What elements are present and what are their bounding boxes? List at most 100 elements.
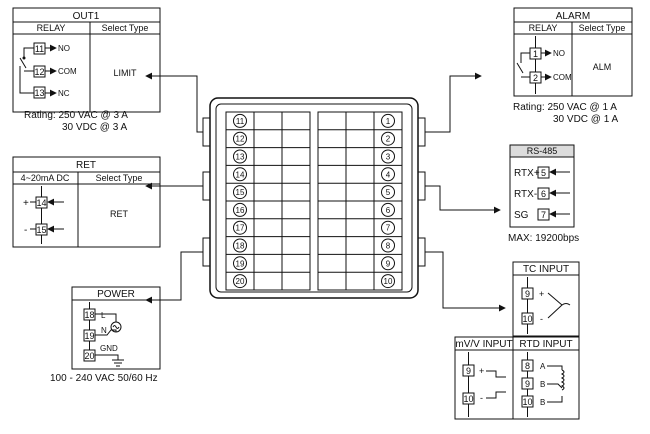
rtd-label-a: A: [540, 362, 546, 371]
out1-pin-12: 12: [34, 67, 44, 77]
out1-label-no: NO: [58, 44, 70, 53]
rtd-input-panel: RTD INPUT 8 9 10 A B B: [512, 336, 580, 420]
alarm-title: ALARM: [556, 11, 590, 22]
tc-pin-10: 10: [522, 314, 532, 324]
terminal-right-number: 3: [386, 153, 391, 162]
out1-label-com: COM: [58, 67, 77, 76]
terminal-right-circle: [381, 238, 395, 253]
alarm-type-label: RELAY: [529, 23, 558, 33]
terminal-right-number: 5: [386, 188, 391, 197]
tc-sign-plus: +: [539, 289, 544, 299]
out1-type-label: RELAY: [37, 23, 66, 33]
rs485-label-sg: SG: [514, 210, 529, 221]
terminal-left-circle: [233, 113, 247, 128]
ret-title: RET: [76, 160, 96, 171]
ret-sign-plus: +: [23, 198, 29, 209]
terminal-right-circle: [381, 113, 395, 128]
out1-panel: OUT1 RELAY Select Type LIMIT 11 12 13 NO…: [12, 7, 161, 133]
power-pin-18: 18: [84, 310, 94, 320]
terminal-left-number: 20: [236, 277, 245, 286]
terminal-left-number: 14: [236, 170, 245, 179]
power-pin-19: 19: [84, 331, 94, 341]
rtd-input-title: RTD INPUT: [519, 339, 572, 350]
out1-pin-13: 13: [34, 88, 44, 98]
terminal-left-circle: [233, 220, 247, 235]
terminal-right-circle: [381, 149, 395, 164]
rs485-pin-6: 6: [541, 189, 546, 199]
tc-input-title: TC INPUT: [523, 264, 569, 275]
terminal-left-circle: [233, 238, 247, 253]
rs485-label-rtx-plus: RTX+: [514, 168, 540, 179]
terminal-left-circle: [233, 149, 247, 164]
rs485-title: RS-485: [527, 146, 558, 156]
out1-pin-11: 11: [35, 44, 44, 54]
mv-input-title: mV/V INPUT: [455, 339, 512, 350]
terminal-right-number: 8: [386, 242, 391, 251]
mv-sign-plus: +: [479, 366, 484, 376]
terminal-left-number: 16: [236, 206, 245, 215]
terminal-right-circle: [381, 131, 395, 146]
terminal-right-number: 6: [386, 206, 391, 215]
alarm-value: ALM: [593, 62, 612, 72]
terminal-left-number: 12: [236, 135, 245, 144]
terminal-left-circle: [233, 131, 247, 146]
power-label-gnd: GND: [100, 344, 118, 353]
ret-pin-14: 14: [36, 198, 46, 208]
power-panel: POWER 18 19 20 L N GND 100 - 240 VAC 50/…: [50, 286, 161, 384]
rs485-note: MAX: 19200bps: [508, 233, 579, 244]
rtd-pin-8: 8: [525, 361, 530, 371]
rs485-pin-5: 5: [541, 168, 546, 178]
tc-sign-minus: -: [540, 314, 543, 324]
terminal-left-number: 18: [236, 242, 245, 251]
ret-pin-15: 15: [36, 225, 46, 235]
out1-rating-1: Rating: 250 VAC @ 3 A: [24, 110, 128, 121]
terminal-left-number: 15: [236, 188, 245, 197]
rs485-label-rtx-minus: RTX-: [514, 189, 537, 200]
out1-rating-2: 30 VDC @ 3 A: [62, 122, 128, 133]
out1-title: OUT1: [73, 11, 100, 22]
rtd-pin-9: 9: [525, 379, 530, 389]
out1-label-nc: NC: [58, 89, 70, 98]
ret-sign-minus: -: [24, 225, 27, 236]
rtd-label-b2: B: [540, 398, 545, 407]
out1-select-label: Select Type: [102, 23, 149, 33]
alarm-rating-2: 30 VDC @ 1 A: [553, 114, 619, 125]
terminal-right-circle: [381, 274, 395, 289]
alarm-rating-1: Rating: 250 VAC @ 1 A: [513, 102, 617, 113]
terminal-right-circle: [381, 202, 395, 217]
tc-input-panel: TC INPUT 9 10 + -: [512, 261, 580, 337]
mv-pin-10: 10: [463, 394, 473, 404]
alarm-panel: ALARM RELAY Select Type ALM 1 2 NO COM R…: [513, 7, 633, 125]
terminal-left-circle: [233, 256, 247, 271]
ret-panel: RET 4~20mA DC Select Type RET 14 15 + -: [12, 156, 161, 248]
rs485-pin-7: 7: [541, 210, 546, 220]
terminal-right-circle: [381, 167, 395, 182]
terminal-left-circle: [233, 167, 247, 182]
power-label-l: L: [101, 311, 106, 320]
terminal-right-number: 10: [384, 277, 393, 286]
out1-value: LIMIT: [113, 68, 137, 78]
terminal-right-number: 7: [386, 224, 391, 233]
power-label-n: N: [101, 326, 107, 335]
terminal-left-number: 13: [236, 153, 245, 162]
mv-input-panel: mV/V INPUT 9 10 + -: [454, 336, 514, 420]
terminal-right-number: 2: [386, 135, 391, 144]
alarm-pin-1: 1: [533, 49, 538, 59]
rtd-pin-10: 10: [522, 397, 532, 407]
terminal-right-circle: [381, 185, 395, 200]
terminal-left-circle: [233, 274, 247, 289]
mv-sign-minus: -: [480, 393, 483, 403]
alarm-label-no: NO: [553, 49, 565, 58]
terminal-right-circle: [381, 256, 395, 271]
power-note: 100 - 240 VAC 50/60 Hz: [50, 373, 158, 384]
alarm-pin-2: 2: [533, 73, 538, 83]
terminal-right-number: 9: [386, 259, 391, 268]
terminal-right-circle: [381, 220, 395, 235]
power-title: POWER: [97, 289, 135, 300]
rtd-label-b1: B: [540, 380, 545, 389]
ret-value: RET: [110, 209, 129, 219]
tc-pin-9: 9: [525, 289, 530, 299]
ret-select-label: Select Type: [96, 173, 143, 183]
